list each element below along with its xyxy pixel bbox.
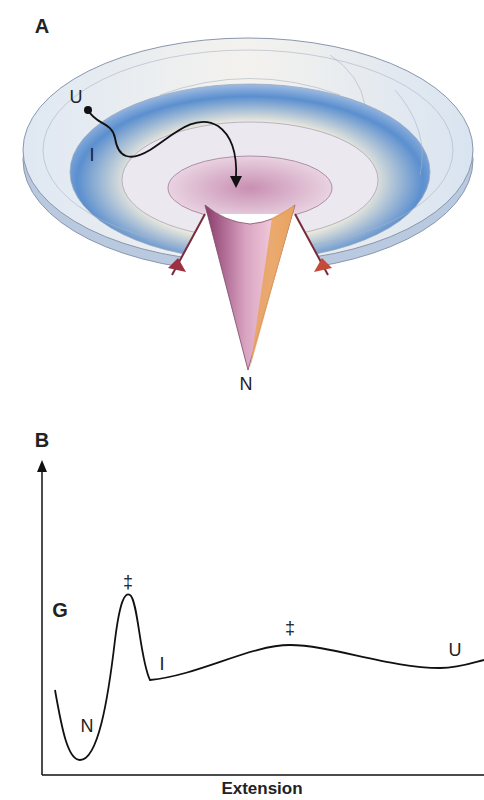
folding-trajectory xyxy=(84,106,242,188)
panel-letter: B xyxy=(35,430,49,450)
transition-state-mark: ‡ xyxy=(285,619,295,637)
state-label: U xyxy=(449,641,462,659)
state-label: N xyxy=(240,375,253,393)
state-label: N xyxy=(81,717,94,735)
transition-state-mark: ‡ xyxy=(123,573,133,591)
state-label: I xyxy=(89,146,94,164)
state-label: I xyxy=(159,655,164,673)
axis-label: G xyxy=(52,600,68,620)
axis-label: Extension xyxy=(221,780,302,797)
folding-funnel xyxy=(23,38,473,370)
panel-letter: A xyxy=(35,16,49,36)
state-label: U xyxy=(70,88,83,106)
free-energy-plot xyxy=(37,460,484,775)
